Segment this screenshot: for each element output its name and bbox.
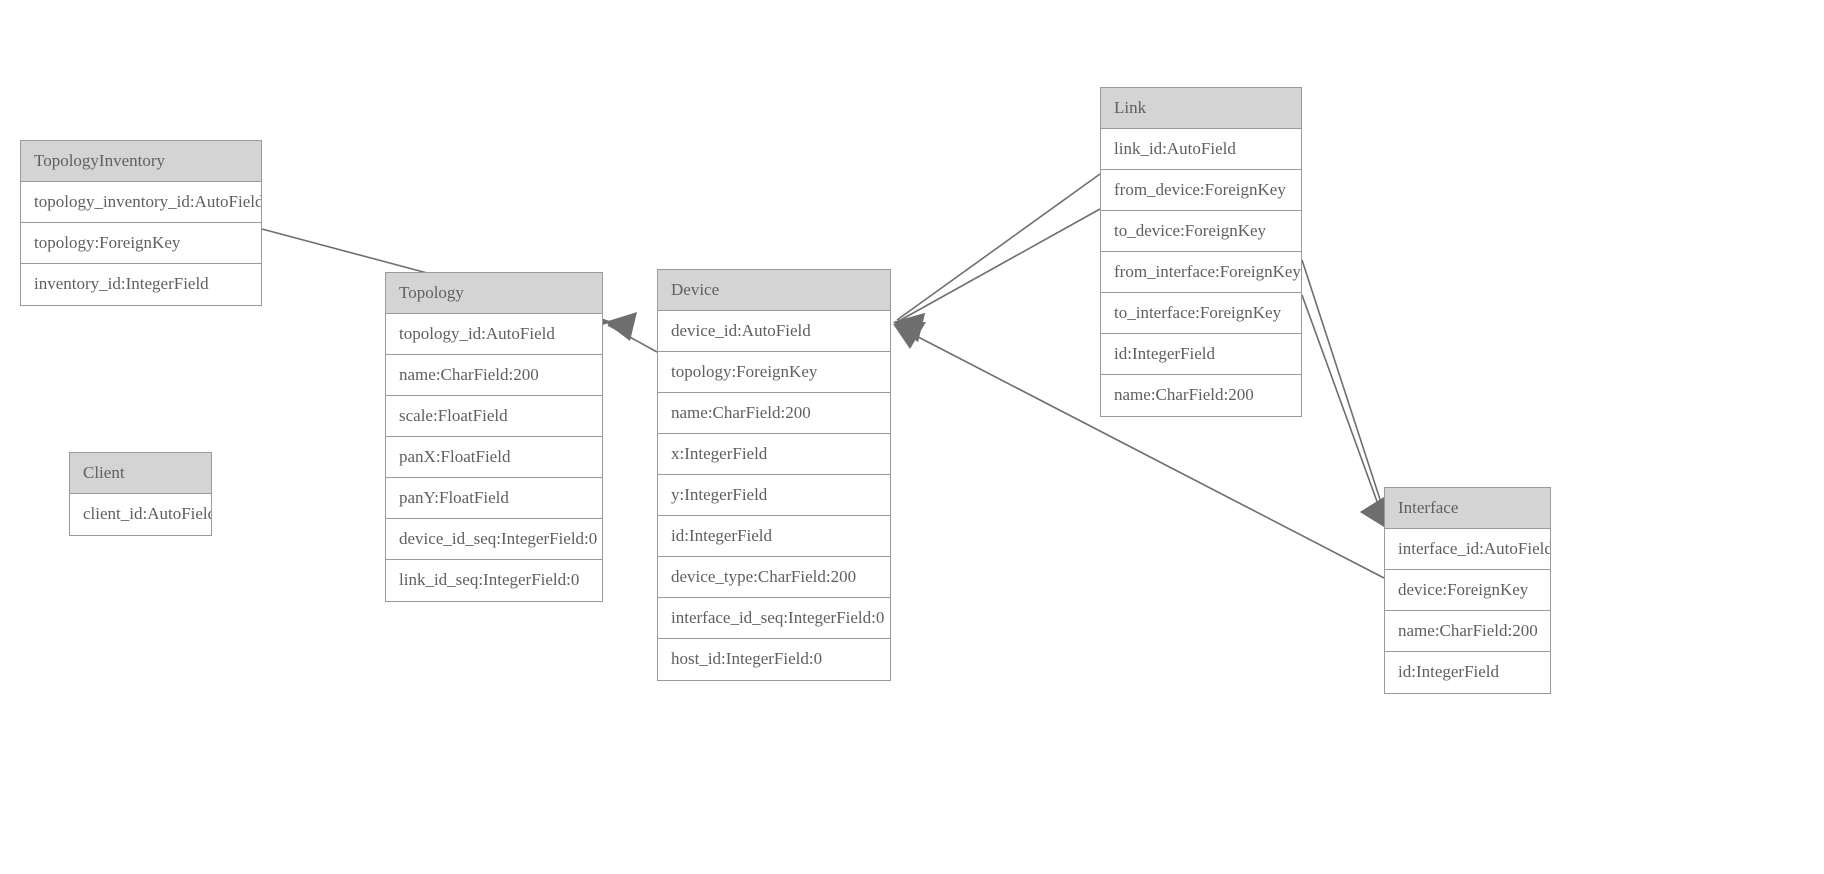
- entity-field-row: link_id_seq:IntegerField:0: [386, 560, 602, 601]
- entity-title-link: Link: [1101, 88, 1301, 129]
- entity-field-row: id:IntegerField: [658, 516, 890, 557]
- entity-field-row: from_interface:ForeignKey: [1101, 252, 1301, 293]
- relationship-edge: [1301, 259, 1390, 530]
- entity-field-row: link_id:AutoField: [1101, 129, 1301, 170]
- relationship-edge: [893, 173, 1101, 342]
- entity-title-topology_inventory: TopologyInventory: [21, 141, 261, 182]
- relationship-line: [1301, 259, 1390, 528]
- entity-field-row: scale:FloatField: [386, 396, 602, 437]
- entity-field-row: to_device:ForeignKey: [1101, 211, 1301, 252]
- entity-field-row: to_interface:ForeignKey: [1101, 293, 1301, 334]
- relationship-edge: [893, 208, 1101, 342]
- entity-field-row: client_id:AutoField: [70, 494, 211, 535]
- entity-field-row: name:CharField:200: [658, 393, 890, 434]
- relationship-arrowhead-icon: [893, 313, 925, 342]
- relationship-line: [1301, 294, 1388, 530]
- entity-title-topology: Topology: [386, 273, 602, 314]
- entity-field-row: device_id:AutoField: [658, 311, 890, 352]
- relationship-line: [607, 324, 658, 353]
- entity-title-device: Device: [658, 270, 890, 311]
- entity-field-row: inventory_id:IntegerField: [21, 264, 261, 305]
- entity-title-interface: Interface: [1385, 488, 1550, 529]
- relationship-arrowhead-icon: [893, 313, 925, 342]
- entity-field-row: id:IntegerField: [1385, 652, 1550, 693]
- entity-field-row: topology:ForeignKey: [21, 223, 261, 264]
- entity-field-row: interface_id:AutoField: [1385, 529, 1550, 570]
- relationship-arrowhead-icon: [605, 312, 637, 341]
- entity-field-row: name:CharField:200: [1101, 375, 1301, 416]
- relationship-edge: [1301, 294, 1389, 530]
- entity-field-row: from_device:ForeignKey: [1101, 170, 1301, 211]
- entity-field-row: panX:FloatField: [386, 437, 602, 478]
- entity-field-row: host_id:IntegerField:0: [658, 639, 890, 680]
- entity-field-row: topology:ForeignKey: [658, 352, 890, 393]
- entity-field-row: name:CharField:200: [1385, 611, 1550, 652]
- entity-field-row: interface_id_seq:IntegerField:0: [658, 598, 890, 639]
- entity-field-row: panY:FloatField: [386, 478, 602, 519]
- relationship-edge: [605, 312, 658, 353]
- entity-field-row: name:CharField:200: [386, 355, 602, 396]
- entity-field-row: topology_inventory_id:AutoField: [21, 182, 261, 223]
- relationship-line: [896, 208, 1101, 323]
- relationship-arrowhead-icon: [893, 322, 926, 349]
- entity-field-row: x:IntegerField: [658, 434, 890, 475]
- relationship-line: [896, 173, 1101, 321]
- entity-field-row: device_id_seq:IntegerField:0: [386, 519, 602, 560]
- entity-field-row: topology_id:AutoField: [386, 314, 602, 355]
- entity-title-client: Client: [70, 453, 211, 494]
- entity-field-row: id:IntegerField: [1101, 334, 1301, 375]
- entity-field-row: y:IntegerField: [658, 475, 890, 516]
- entity-field-row: device_type:CharField:200: [658, 557, 890, 598]
- entity-field-row: device:ForeignKey: [1385, 570, 1550, 611]
